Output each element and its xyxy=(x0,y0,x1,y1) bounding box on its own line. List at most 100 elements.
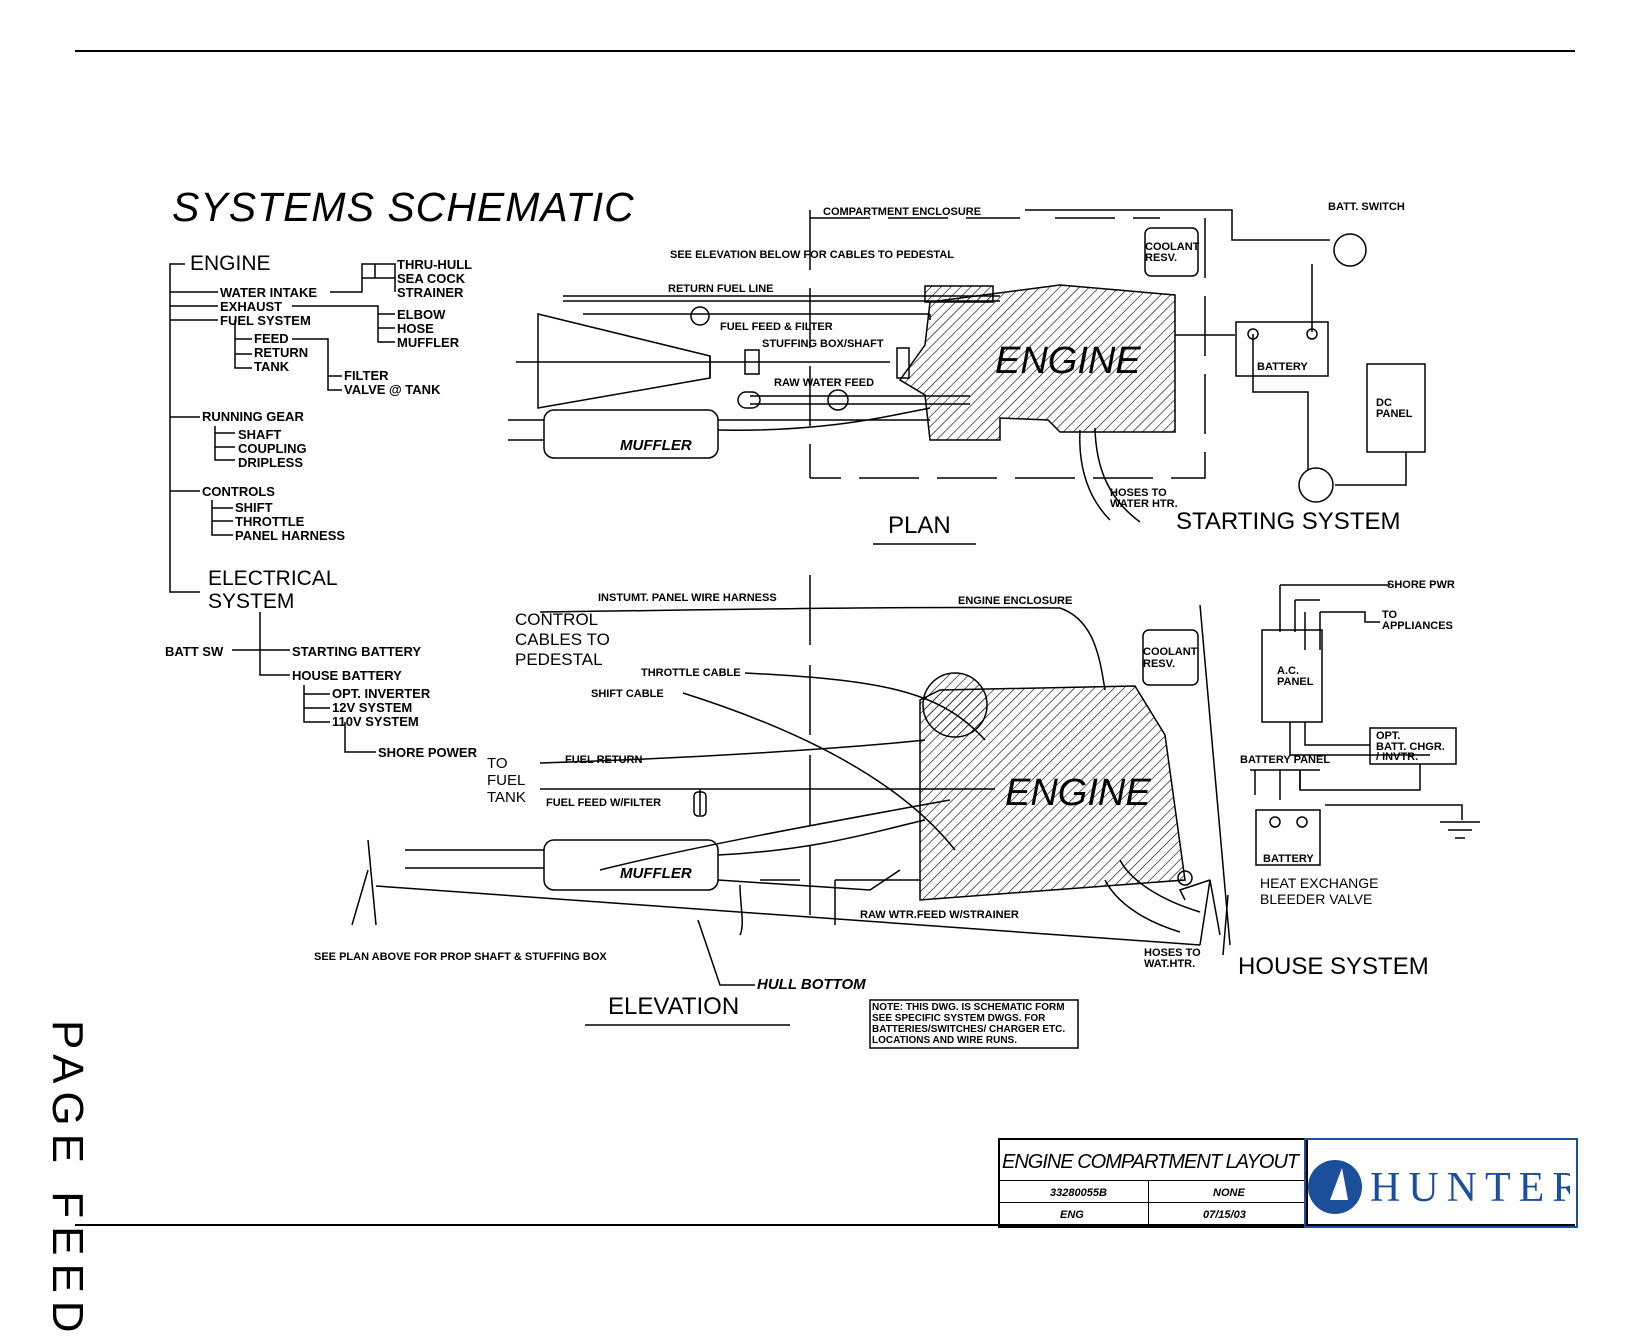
tb-drawing-name: ENGINE COMPARTMENT LAYOUT xyxy=(1002,1151,1299,1173)
plan-stuffing-box: STUFFING BOX/SHAFT xyxy=(762,338,884,350)
tree-shore-power: SHORE POWER xyxy=(378,745,477,760)
tree-water-intake: WATER INTAKE xyxy=(220,285,318,300)
house-battery: BATTERY xyxy=(1263,853,1314,865)
tree-fuel-system: FUEL SYSTEM xyxy=(220,313,311,328)
starting-system-label: STARTING SYSTEM xyxy=(1176,508,1401,535)
tb-divider-1 xyxy=(998,1180,1304,1181)
elev-hoses-wat-htr: WAT.HTR. xyxy=(1144,958,1196,970)
elev-engine-enclosure: ENGINE ENCLOSURE xyxy=(958,595,1073,607)
house-opt: OPT. xyxy=(1376,730,1401,742)
plan-fuel-feed-filter: FUEL FEED & FILTER xyxy=(720,321,833,333)
note-line-1: NOTE: THIS DWG. IS SCHEMATIC FORM xyxy=(872,1002,1065,1013)
tree-muffler: MUFFLER xyxy=(397,335,460,350)
plan-raw-water-feed: RAW WATER FEED xyxy=(774,377,875,389)
bottom-border xyxy=(75,1224,1575,1226)
elev-bleeder-valve: BLEEDER VALVE xyxy=(1260,891,1373,907)
elev-raw-wtr: RAW WTR.FEED W/STRAINER xyxy=(860,909,1019,921)
elev-to: TO xyxy=(487,755,508,772)
tree-throttle: THROTTLE xyxy=(235,514,305,529)
elev-hoses: HOSES TO xyxy=(1144,947,1201,959)
house-ac-panel: PANEL xyxy=(1277,676,1314,688)
tb-scale: NONE xyxy=(1213,1187,1245,1199)
starting-dc-panel: PANEL xyxy=(1376,408,1413,420)
tree-controls: CONTROLS xyxy=(202,484,275,499)
elev-tank: TANK xyxy=(487,789,526,806)
tree-shaft: SHAFT xyxy=(238,427,282,442)
logo-block xyxy=(1304,1138,1578,1228)
tb-drawing-number: 33280055B xyxy=(1050,1187,1107,1199)
house-to: TO xyxy=(1382,609,1398,621)
tree-110v: 110V SYSTEM xyxy=(332,714,419,729)
elev-control: CONTROL xyxy=(515,610,599,629)
tb-divider-2 xyxy=(998,1202,1304,1203)
logo-sail-shape xyxy=(1330,1168,1348,1200)
tree-panel-harness: PANEL HARNESS xyxy=(235,528,346,543)
tree-filter: FILTER xyxy=(344,368,389,383)
note-line-3: BATTERIES/SWITCHES/ CHARGER ETC. xyxy=(872,1024,1066,1035)
plan-muffler-label: MUFFLER xyxy=(620,437,692,454)
plan-compartment-enclosure: COMPARTMENT ENCLOSURE xyxy=(823,206,982,218)
tree-coupling: COUPLING xyxy=(238,441,307,456)
elevation-label: ELEVATION xyxy=(608,993,740,1020)
tb-date: 07/15/03 xyxy=(1203,1209,1246,1221)
title-block xyxy=(998,1138,1308,1228)
elev-instr-harness: INSTUMT. PANEL WIRE HARNESS xyxy=(598,592,777,604)
elev-fuel: FUEL xyxy=(487,772,526,789)
tree-starting-battery: STARTING BATTERY xyxy=(292,644,422,659)
starting-dc: DC xyxy=(1376,397,1392,409)
elev-heat-exchange: HEAT EXCHANGE xyxy=(1260,875,1379,891)
schematic-drawing xyxy=(169,209,1480,1049)
house-invtr: / INVTR. xyxy=(1376,751,1419,763)
tree-return: RETURN xyxy=(254,345,309,360)
house-shore-pwr: SHORE PWR xyxy=(1387,579,1455,591)
tree-elbow: ELBOW xyxy=(397,307,446,322)
plan-coolant-resv: RESV. xyxy=(1145,252,1178,264)
plan-see-elevation: SEE ELEVATION BELOW FOR CABLES TO PEDEST… xyxy=(670,249,954,261)
tree-exhaust: EXHAUST xyxy=(220,299,283,314)
house-ac: A.C. xyxy=(1277,665,1299,677)
elev-fuel-return: FUEL RETURN xyxy=(565,754,643,766)
top-border xyxy=(75,50,1575,52)
elev-coolant-resv: RESV. xyxy=(1143,658,1176,670)
page-title: SYSTEMS SCHEMATIC xyxy=(172,184,635,230)
tree-hose: HOSE xyxy=(397,321,434,336)
tree-electrical-system: SYSTEM xyxy=(208,590,295,613)
plan-hoses: HOSES TO xyxy=(1110,487,1167,499)
tree-house-battery: HOUSE BATTERY xyxy=(292,668,402,683)
tree-batt-sw: BATT SW xyxy=(165,644,224,659)
house-battery-panel: BATTERY PANEL xyxy=(1240,754,1331,766)
note-box: NOTE: THIS DWG. IS SCHEMATIC FORM SEE SP… xyxy=(872,1002,1065,1046)
plan-label: PLAN xyxy=(888,512,951,539)
tree-shift: SHIFT xyxy=(235,500,273,515)
tb-divider-v xyxy=(1148,1180,1149,1224)
tree-thru-hull: THRU-HULL xyxy=(397,257,473,272)
tree-electrical: ELECTRICAL xyxy=(208,567,338,590)
plan-coolant: COOLANT xyxy=(1145,241,1200,253)
tree-strainer: STRAINER xyxy=(397,285,464,300)
elev-see-plan: SEE PLAN ABOVE FOR PROP SHAFT & STUFFING… xyxy=(314,951,607,963)
plan-engine-label: ENGINE xyxy=(995,340,1141,382)
tree-sea-cock: SEA COCK xyxy=(397,271,466,286)
note-line-4: LOCATIONS AND WIRE RUNS. xyxy=(872,1035,1017,1046)
tree-dripless: DRIPLESS xyxy=(238,455,304,470)
logo-text: HUNTER xyxy=(1370,1165,1570,1211)
house-appliances: APPLIANCES xyxy=(1382,620,1453,632)
elev-shift-cable: SHIFT CABLE xyxy=(591,688,664,700)
tree-valve-tank: VALVE @ TANK xyxy=(344,382,441,397)
house-batt-chgr: BATT. CHGR. xyxy=(1376,741,1445,753)
elev-fuel-feed: FUEL FEED W/FILTER xyxy=(546,797,662,809)
tree-tank: TANK xyxy=(254,359,290,374)
elev-throttle-cable: THROTTLE CABLE xyxy=(641,667,741,679)
house-system-label: HOUSE SYSTEM xyxy=(1238,953,1429,980)
plan-hoses-water-htr: WATER HTR. xyxy=(1110,498,1178,510)
elev-control-pedestal: PEDESTAL xyxy=(515,650,603,669)
elev-coolant: COOLANT xyxy=(1143,646,1198,658)
starting-battery: BATTERY xyxy=(1257,361,1308,373)
elev-control-cables: CABLES TO xyxy=(515,630,610,649)
plan-return-fuel-line: RETURN FUEL LINE xyxy=(668,283,774,295)
tree-engine: ENGINE xyxy=(190,252,271,275)
tree-12v: 12V SYSTEM xyxy=(332,700,413,715)
elev-engine-label: ENGINE xyxy=(1005,772,1151,814)
elev-hull-bottom: HULL BOTTOM xyxy=(757,976,866,993)
tree-running-gear: RUNNING GEAR xyxy=(202,409,304,424)
